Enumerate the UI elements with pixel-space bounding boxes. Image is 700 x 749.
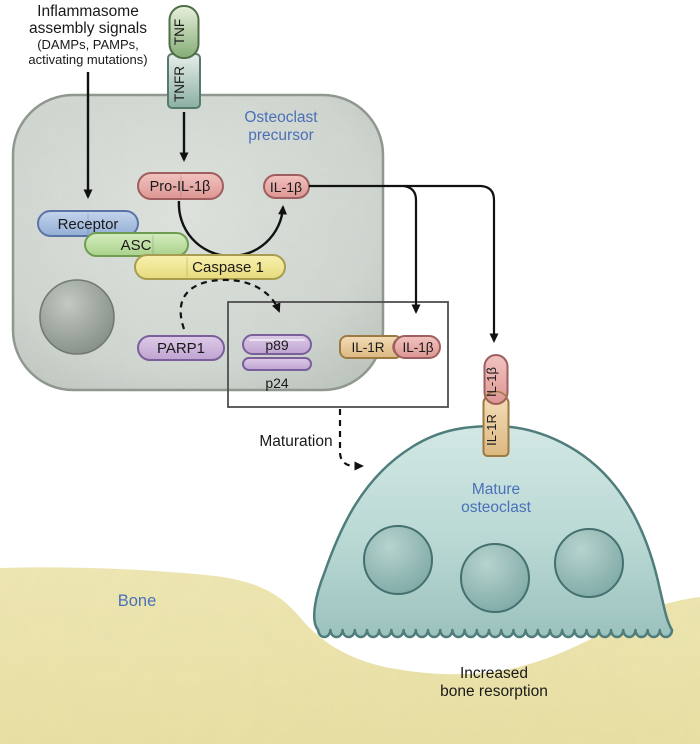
mature-il1b-label: IL-1β: [484, 367, 499, 397]
precursor-title-line1: Osteoclast: [244, 109, 318, 126]
box-il1b-label: IL-1β: [402, 340, 433, 355]
box-il1b-capsule: [393, 335, 441, 359]
cleavage-box: [227, 301, 449, 408]
precursor-title-line2: precursor: [248, 127, 313, 144]
parp1-label: PARP1: [157, 340, 205, 357]
parp1-cleavage-arrow: [179, 278, 281, 330]
maturation-label: Maturation: [259, 433, 332, 450]
il1b-autocrine-arrow: [403, 184, 421, 314]
mature-title-line1: Mature: [472, 481, 520, 498]
box-il1r-label: IL-1R: [351, 340, 384, 355]
signals-label-line1: Inflammasome: [37, 3, 139, 20]
caspase1-label: Caspase 1: [192, 259, 264, 276]
p24-label: p24: [265, 375, 289, 391]
tnfr-label: TNFR: [172, 66, 187, 102]
signals-label-line2: assembly signals: [29, 20, 147, 37]
bone-label: Bone: [118, 592, 157, 610]
p24-capsule: [242, 357, 312, 371]
il1b-secretion-arrow: [309, 184, 499, 343]
precursor-nucleus: [39, 279, 115, 355]
mature-binding-cup: [483, 390, 509, 403]
p89-label: p89: [265, 337, 289, 353]
signals-label-line4: activating mutations): [28, 52, 147, 67]
mature-nucleus-1: [363, 525, 433, 595]
pro-il1b-label: Pro-IL-1β: [150, 179, 211, 195]
pro-il1b-capsule: [137, 172, 224, 200]
receptor-label: Receptor: [58, 216, 119, 233]
mature-il1b-ligand: [483, 354, 509, 405]
mature-nucleus-3: [554, 528, 624, 598]
tnf-label: TNF: [172, 19, 187, 45]
outcome-label-line1: Increased: [460, 665, 528, 682]
mature-il1r-label: IL-1R: [484, 414, 499, 446]
outcome-label-line2: bone resorption: [440, 683, 548, 700]
box-binding-cup: [392, 337, 400, 357]
signals-label-line3: (DAMPs, PAMPs,: [37, 37, 139, 52]
il1b-label: IL-1β: [270, 179, 302, 195]
mature-title-line2: osteoclast: [461, 499, 531, 516]
asc-capsule: [84, 232, 189, 257]
caspase1-capsule: [134, 254, 286, 280]
mature-nucleus-2: [460, 543, 530, 613]
parp1-capsule: [137, 335, 225, 361]
asc-label: ASC: [121, 237, 152, 254]
tnf-ligand: [168, 5, 200, 59]
